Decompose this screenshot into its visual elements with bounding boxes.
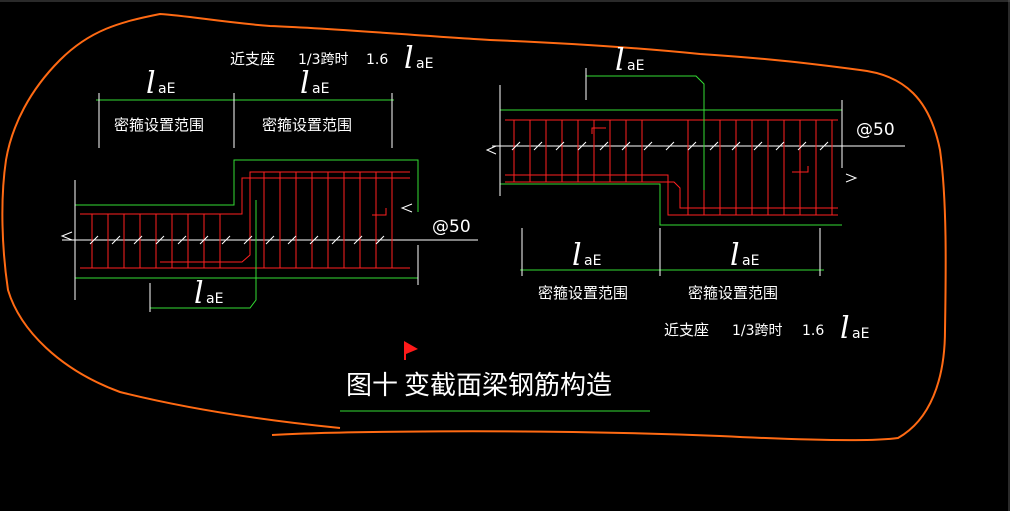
tie-mark [555,141,565,151]
tie-mark [221,235,231,245]
left-top-rebar-low [80,177,410,215]
left-la-1-l: l [146,66,156,101]
left-la-bottom-sub: aE [206,291,223,307]
left-note-prefix: 近支座 [230,50,275,68]
flag-icon [404,341,418,360]
right-range-label-2: 密箍设置范围 [688,284,778,302]
tie-mark [111,235,121,245]
tie-mark [709,141,719,151]
tie-mark [665,141,675,151]
left-la-1-sub: aE [158,81,175,97]
tie-mark [621,141,631,151]
right-stirrups [511,120,833,215]
left-la-bottom-l: l [194,276,204,311]
left-range-label-2: 密箍设置范围 [262,116,352,134]
right-top-dim [586,75,705,190]
tie-mark [89,235,99,245]
left-note-fraction: 1/3跨时 [298,52,349,68]
left-range-label-1: 密箍设置范围 [114,116,204,134]
tie-mark [819,141,829,151]
tie-mark [287,235,297,245]
right-hook-1 [591,127,606,134]
right-note-factor: 1.6 [802,323,824,339]
right-bent-rebar [505,181,838,209]
right-note-la-l: l [840,311,850,346]
right-beam: l aE @50 l aE l aE 密箍设置范围 密箍设置范围 近支座 1/3… [485,43,905,346]
right-beam-section [500,183,842,226]
left-hook [372,208,387,216]
right-left-break [485,145,497,155]
tie-mark [577,141,587,151]
left-stirrups [89,172,393,268]
left-la-2-l: l [300,66,310,101]
left-bottom-dim [150,200,257,309]
right-la-bottom-1-l: l [572,238,582,273]
right-la-top-sub: aE [627,58,644,74]
tie-mark [753,141,763,151]
right-range-label-1: 密箍设置范围 [538,284,628,302]
tie-mark [643,141,653,151]
right-note-la-sub: aE [852,326,869,342]
left-spacing: @50 [432,217,471,237]
right-note-fraction: 1/3跨时 [732,323,783,339]
left-beam: 近支座 1/3跨时 1.6 l aE l aE l aE 密箍设置范围 密箍设置… [60,41,478,312]
tie-mark [243,235,253,245]
right-bottom-rebar-step [505,174,838,216]
tie-mark [133,235,143,245]
right-la-bottom-2-l: l [730,238,740,273]
tie-mark [511,141,521,151]
left-bent-rebar [160,171,410,263]
orange-outline [1,12,947,442]
tie-mark [533,141,543,151]
left-note-la-l: l [404,41,414,76]
tie-mark [353,235,363,245]
left-note-la-sub: aE [416,56,433,72]
right-right-break [845,173,858,183]
tie-mark [309,235,319,245]
right-la-bottom-1-sub: aE [584,253,601,269]
tie-mark [177,235,187,245]
tie-mark [375,235,385,245]
tie-mark [199,235,209,245]
right-spacing: @50 [856,120,895,140]
right-la-top-l: l [615,43,625,78]
left-la-2-sub: aE [312,81,329,97]
right-la-bottom-2-sub: aE [742,253,759,269]
tie-mark [265,235,275,245]
tie-mark [775,141,785,151]
left-break-mark [60,231,73,241]
figure-title: 变截面梁钢筋构造 [404,371,612,401]
left-beam-section [75,159,419,212]
right-break-mark [400,203,413,213]
figure-number: 图十 [346,371,398,401]
tie-mark [155,235,165,245]
tie-mark [331,235,341,245]
figure-caption: 图十 变截面梁钢筋构造 [340,341,650,412]
tie-mark [687,141,697,151]
tie-mark [731,141,741,151]
right-note-prefix: 近支座 [664,321,709,339]
right-hook-2 [792,166,809,173]
tie-mark [599,141,609,151]
tie-mark [797,141,807,151]
left-note-factor: 1.6 [366,52,388,68]
